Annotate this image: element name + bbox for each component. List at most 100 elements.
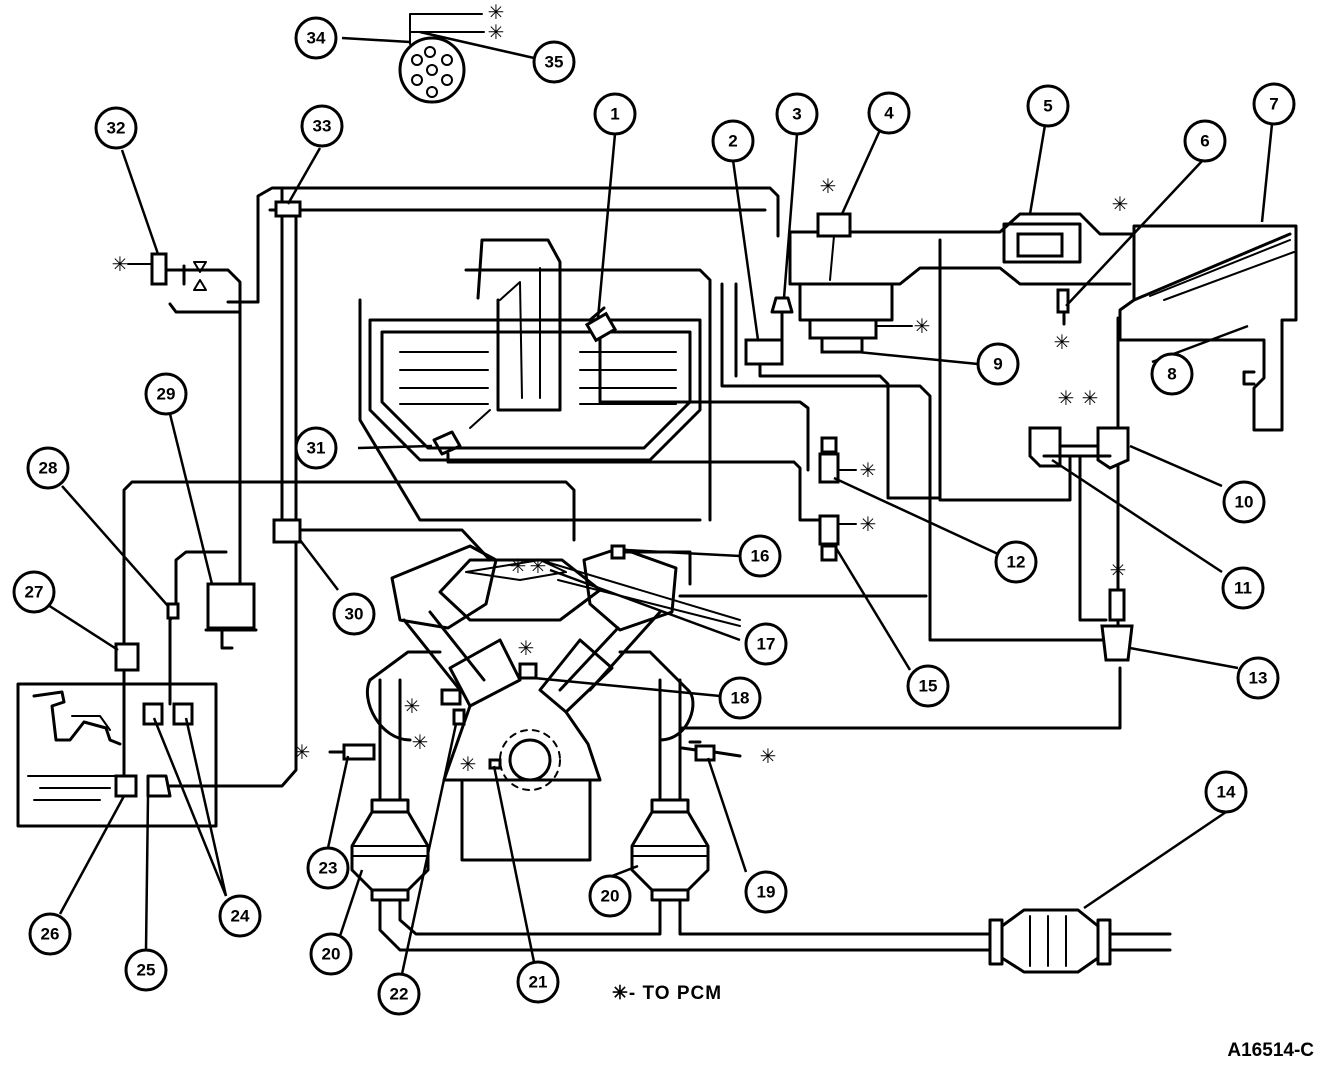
callout-12: 12 (994, 540, 1038, 584)
iac-valve-9 (798, 282, 913, 354)
svg-text:34: 34 (307, 29, 326, 48)
svg-text:28: 28 (39, 459, 58, 478)
egr-valve-1 (584, 311, 618, 343)
pcm-asterisk: ✳ (860, 458, 877, 482)
svg-text:20: 20 (322, 945, 341, 964)
callout-30: 30 (332, 592, 376, 636)
callout-1: 1 (593, 92, 637, 136)
callout-2: 2 (711, 119, 755, 163)
svg-text:26: 26 (41, 925, 60, 944)
svg-text:22: 22 (390, 985, 409, 1004)
valves-10-11 (1028, 426, 1130, 470)
svg-text:3: 3 (792, 105, 801, 124)
callout-9: 9 (976, 342, 1020, 386)
svg-text:12: 12 (1007, 553, 1026, 572)
svg-text:15: 15 (919, 677, 938, 696)
svg-text:16: 16 (751, 547, 770, 566)
pcm-asterisk: ✳ (488, 0, 505, 24)
svg-text:24: 24 (231, 907, 250, 926)
pcm-asterisk: ✳ (294, 740, 311, 764)
air-intake (788, 212, 1298, 432)
svg-text:11: 11 (1234, 579, 1252, 598)
callouts: 1 2 3 4 5 6 7 8 9 10 11 12 13 14 15 16 1… (12, 16, 1296, 1016)
legend-asterisk: ✳ (612, 983, 629, 1004)
callout-21: 21 (516, 960, 560, 1004)
pcm-asterisk: ✳ (412, 730, 429, 754)
pcm-asterisk: ✳ (1112, 192, 1129, 216)
purge-solenoid-32 (127, 252, 207, 291)
callout-4: 4 (867, 91, 911, 135)
fitting-31 (432, 409, 822, 522)
callout-20a: 20 (588, 874, 632, 918)
callout-17: 17 (744, 622, 788, 666)
callout-13: 13 (1236, 656, 1280, 700)
svg-text:30: 30 (345, 605, 364, 624)
svg-text:14: 14 (1217, 783, 1236, 802)
callout-18: 18 (718, 676, 762, 720)
pcm-asterisk: ✳ (510, 554, 527, 578)
svg-text:32: 32 (107, 119, 126, 138)
callout-8: 8 (1150, 352, 1194, 396)
svg-text:13: 13 (1249, 669, 1268, 688)
svg-text:27: 27 (25, 583, 44, 602)
svg-text:2: 2 (728, 132, 737, 151)
callout-24: 24 (218, 894, 262, 938)
svg-text:8: 8 (1167, 365, 1176, 384)
callout-5: 5 (1026, 84, 1070, 128)
solenoid-12 (818, 436, 857, 484)
svg-text:4: 4 (884, 104, 894, 123)
pcm-asterisk: ✳ (518, 636, 535, 660)
svg-text:17: 17 (757, 635, 776, 654)
callout-6: 6 (1183, 119, 1227, 163)
callout-32: 32 (94, 106, 138, 150)
svg-text:29: 29 (157, 385, 176, 404)
callout-10: 10 (1222, 480, 1266, 524)
callout-19: 19 (744, 870, 788, 914)
callout-15: 15 (906, 664, 950, 708)
pcm-asterisks: ✳ ✳ ✳ ✳ ✳ ✳ ✳ ✳ ✳ ✳ ✳ ✳ ✳ ✳ ✳ ✳ ✳ ✳ ✳ ✳ (112, 0, 1129, 776)
svg-text:9: 9 (993, 355, 1002, 374)
svg-text:21: 21 (529, 973, 548, 992)
right-vacuum-lines (620, 238, 1122, 730)
tp-sensor-4 (816, 212, 852, 281)
callout-7: 7 (1252, 82, 1296, 126)
callout-25: 25 (124, 948, 168, 992)
svg-text:20: 20 (601, 887, 620, 906)
fuel-pressure-regulator-3 (770, 296, 794, 342)
leader-lines (33, 30, 1274, 975)
svg-text:35: 35 (545, 53, 564, 72)
callout-20b: 20 (309, 932, 353, 976)
callout-14: 14 (1204, 770, 1248, 814)
callout-34: 34 (294, 16, 338, 60)
vapor-lines-left (114, 310, 576, 778)
callout-35: 35 (532, 40, 576, 84)
callout-3: 3 (775, 92, 819, 136)
pcm-asterisk: ✳ (404, 694, 421, 718)
svg-text:23: 23 (319, 859, 338, 878)
svg-text:10: 10 (1235, 493, 1254, 512)
svg-text:6: 6 (1200, 132, 1209, 151)
pcm-asterisk: ✳ (530, 554, 547, 578)
callout-16: 16 (738, 534, 782, 578)
engine-block (365, 544, 741, 862)
callout-28: 28 (26, 446, 70, 490)
distributor-cap (398, 13, 485, 104)
callout-29: 29 (144, 372, 188, 416)
callout-26: 26 (28, 912, 72, 956)
solenoid-15 (818, 514, 857, 562)
legend-text: - TO PCM (628, 983, 723, 1004)
exhaust-system (328, 678, 1172, 974)
pcm-asterisk: ✳ (1054, 330, 1071, 354)
pcm-asterisk: ✳ (860, 512, 877, 536)
map-sensor-2 (744, 338, 942, 500)
svg-text:19: 19 (757, 883, 776, 902)
pcm-asterisk: ✳ (1110, 558, 1127, 582)
legend: ✳- TO PCM (612, 982, 722, 1005)
pcm-asterisk: ✳ (1082, 386, 1099, 410)
svg-text:31: 31 (307, 439, 326, 458)
upper-vacuum-harness (168, 186, 780, 522)
iat-sensor-6 (1056, 288, 1070, 326)
callout-11: 11 (1221, 566, 1265, 610)
svg-text:5: 5 (1043, 97, 1052, 116)
